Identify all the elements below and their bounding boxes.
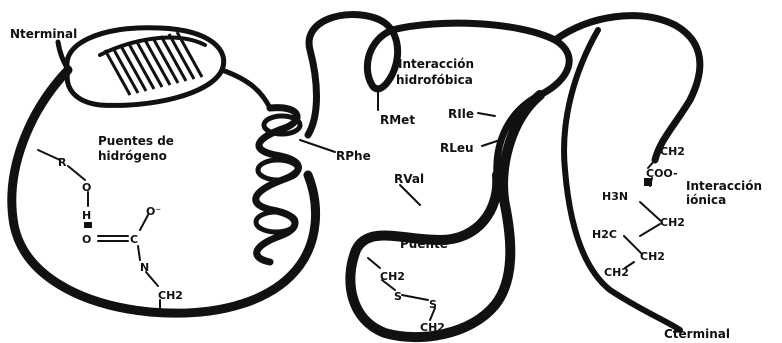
ion-ch2-bottom-label: CH2 xyxy=(604,266,629,279)
ion-link-4 xyxy=(640,224,660,236)
n-terminal-label: Nterminal xyxy=(10,27,77,41)
ss-ch2-bottom-label: CH2 xyxy=(420,321,445,334)
hb-ch2-label: CH2 xyxy=(158,289,183,302)
hb-link-2 xyxy=(68,166,85,180)
alpha-helix xyxy=(256,108,300,262)
r-ile-stub xyxy=(478,113,495,116)
r-val-stub xyxy=(400,185,420,205)
ion-h2c-label: H2C xyxy=(592,228,617,241)
ss-s1-label: S xyxy=(394,290,402,303)
r-phe-stub xyxy=(300,140,335,152)
hb-c-n xyxy=(138,246,140,260)
ss-s2-label: S xyxy=(429,298,437,311)
beta-sheet xyxy=(67,28,224,106)
hydrophobic-label-line2: hidrofóbica xyxy=(396,73,473,87)
right-hairpin xyxy=(555,16,700,160)
ion-h3n-label: H3N xyxy=(602,190,628,203)
r-phe-label: RPhe xyxy=(336,149,371,163)
c-terminal-label: Cterminal xyxy=(664,327,730,341)
hb-h-label: H xyxy=(82,209,91,222)
ionic-label-line2: iónica xyxy=(686,193,726,207)
hydrophobic-label-line1: Interacción xyxy=(398,57,474,71)
hb-r-label: R xyxy=(58,156,67,169)
ss-link-3 xyxy=(402,295,428,300)
bridge-label: Puente xyxy=(400,237,448,251)
ss-link-1 xyxy=(368,258,380,268)
hb-o-label: O xyxy=(82,181,91,194)
ion-coo-label: COO- xyxy=(646,167,678,180)
hb-n-ch2 xyxy=(146,272,158,286)
hb-o2-label: O xyxy=(82,233,91,246)
polypeptide-backbone xyxy=(12,15,700,338)
r-leu-label: RLeu xyxy=(440,141,474,155)
beta-sheet-stripes xyxy=(105,32,202,95)
helix-turn-3 xyxy=(256,212,296,232)
ion-ch2-top-label: CH2 xyxy=(660,145,685,158)
ion-link-3 xyxy=(640,202,662,222)
middle-strand xyxy=(350,95,540,337)
ss-ch2-top-label: CH2 xyxy=(380,270,405,283)
hb-c-label: C xyxy=(130,233,138,246)
ionic-label-line1: Interacción xyxy=(686,179,762,193)
r-met-label: RMet xyxy=(380,113,415,127)
r-val-label: RVal xyxy=(394,172,424,186)
disulfide-bridge-group: CH2 S S CH2 xyxy=(368,258,445,334)
c-terminal-strand xyxy=(564,30,680,330)
beta-to-helix-link xyxy=(222,70,270,108)
ionic-interaction-group: CH2 COO- H3N CH2 H2C CH2 CH2 xyxy=(592,145,685,279)
hb-o-minus-label: O⁻ xyxy=(146,205,161,218)
hydrogen-bonds-label-line1: Puentes de xyxy=(98,134,174,148)
r-ile-label: RIle xyxy=(448,107,474,121)
hb-bond-marker xyxy=(84,222,92,228)
ion-ch2-mid-label: CH2 xyxy=(660,216,685,229)
hb-n-label: N xyxy=(140,261,149,274)
hydrogen-bonds-label-line2: hidrógeno xyxy=(98,149,167,163)
hb-link-1 xyxy=(38,150,60,160)
ion-ch2-low-label: CH2 xyxy=(640,250,665,263)
helix-turn-2 xyxy=(258,160,298,180)
